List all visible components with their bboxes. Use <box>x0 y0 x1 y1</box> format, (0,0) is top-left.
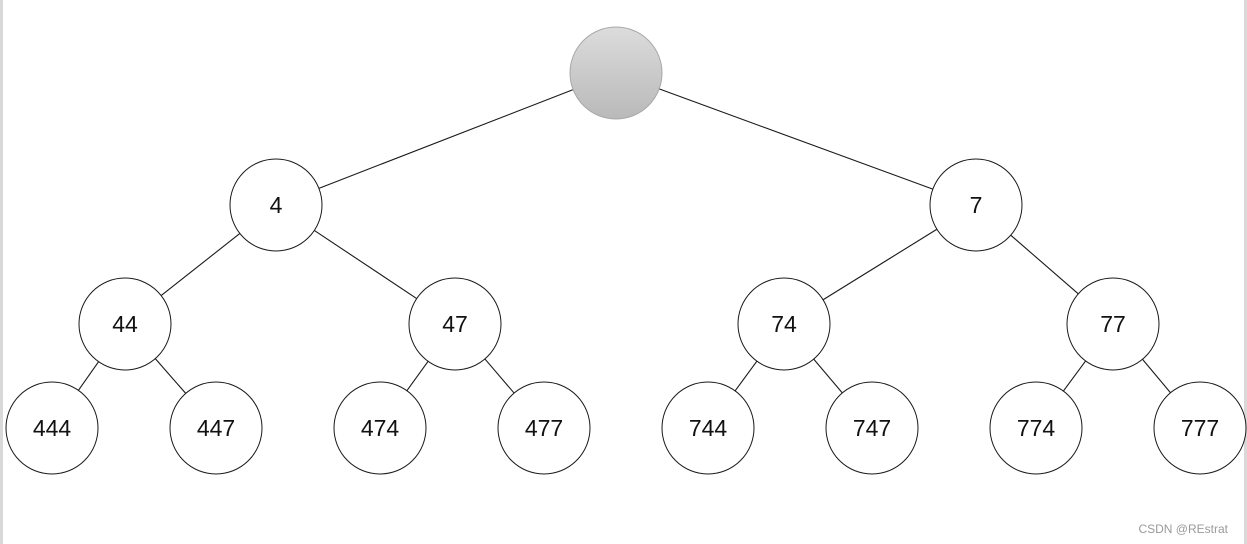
node-label: 447 <box>197 415 235 441</box>
node-circle <box>78 277 172 371</box>
node-label: 7 <box>970 192 983 218</box>
node-label: 44 <box>112 311 138 337</box>
node-label: 747 <box>853 415 891 441</box>
edge-n4-n44 <box>160 233 241 296</box>
edge-root-n4 <box>318 89 574 189</box>
edge-n77-n777 <box>1142 358 1171 394</box>
edge-n44-n447 <box>154 358 187 394</box>
node-label: 77 <box>1100 311 1126 337</box>
node-label: 4 <box>270 192 283 218</box>
edge-n77-n774 <box>1062 360 1087 392</box>
edge-n7-n74 <box>822 228 938 301</box>
tree-node-44: 44 <box>78 277 172 371</box>
node-circle <box>1066 277 1160 371</box>
node-circle <box>5 381 99 475</box>
edge-n4-n47 <box>314 230 417 299</box>
node-circle <box>169 381 263 475</box>
tree-node-7: 7 <box>929 158 1023 252</box>
node-label: 477 <box>525 415 563 441</box>
tree-node-477: 477 <box>497 381 591 475</box>
tree-node-447: 447 <box>169 381 263 475</box>
tree-node-444: 444 <box>5 381 99 475</box>
tree-node-474: 474 <box>333 381 427 475</box>
node-label: 744 <box>689 415 728 441</box>
watermark: CSDN @REstrat <box>1138 522 1228 536</box>
edge-n47-n477 <box>484 358 515 394</box>
node-circle <box>229 158 323 252</box>
tree-node-74: 74 <box>737 277 831 371</box>
root-node-circle <box>569 26 663 120</box>
tree-node-47: 47 <box>408 277 502 371</box>
tree-root-node <box>569 26 663 120</box>
node-label: 74 <box>771 311 797 337</box>
edge-n44-n444 <box>77 361 100 391</box>
node-label: 777 <box>1181 415 1219 441</box>
tree-node-77: 77 <box>1066 277 1160 371</box>
node-label: 47 <box>442 311 468 337</box>
edge-n74-n744 <box>734 360 758 392</box>
edge-root-n7 <box>658 88 934 190</box>
node-circle <box>497 381 591 475</box>
edge-n47-n474 <box>406 360 429 392</box>
node-label: 474 <box>361 415 400 441</box>
tree-node-744: 744 <box>661 381 755 475</box>
node-circle <box>989 381 1083 475</box>
tree-node-777: 777 <box>1153 381 1247 475</box>
node-circle <box>929 158 1023 252</box>
edge-n7-n77 <box>1010 234 1079 295</box>
node-circle <box>1153 381 1247 475</box>
node-label: 444 <box>33 415 72 441</box>
edge-n74-n747 <box>813 358 843 394</box>
node-circle <box>825 381 919 475</box>
tree-node-4: 4 <box>229 158 323 252</box>
tree-edges <box>77 88 1171 394</box>
tree-node-774: 774 <box>989 381 1083 475</box>
node-circle <box>661 381 755 475</box>
tree-node-747: 747 <box>825 381 919 475</box>
node-circle <box>333 381 427 475</box>
node-label: 774 <box>1017 415 1056 441</box>
node-circle <box>737 277 831 371</box>
node-circle <box>408 277 502 371</box>
